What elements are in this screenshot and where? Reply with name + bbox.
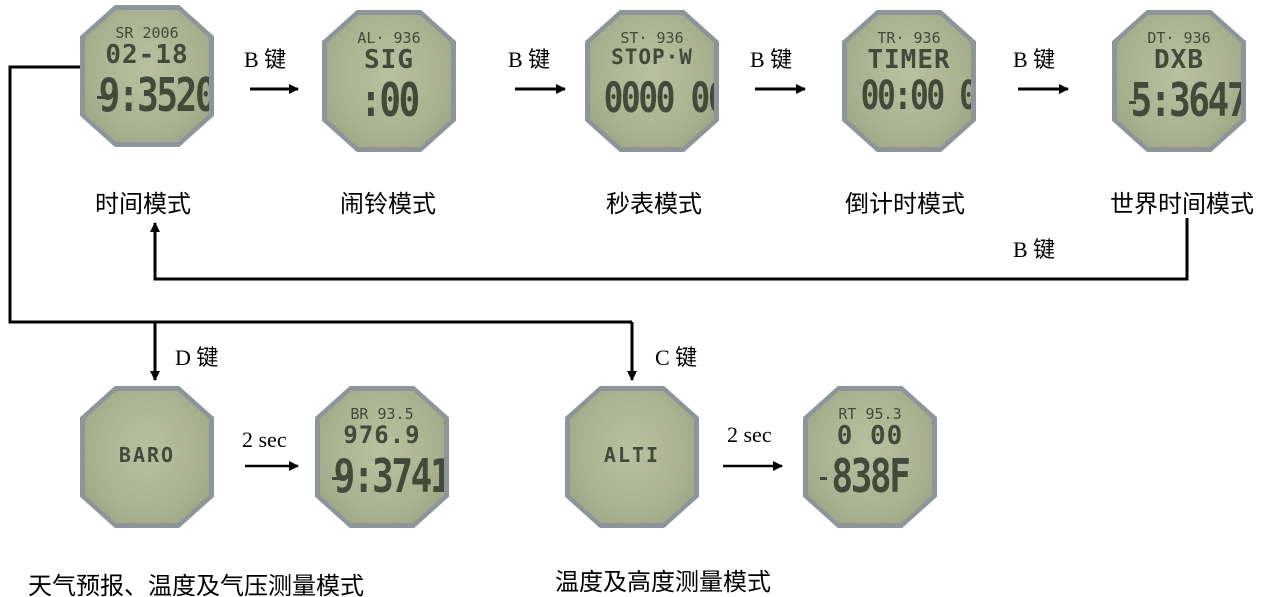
lcd-top-line: RT 95.3 [838,405,902,423]
key-label-b: B 键 [244,47,287,72]
lcd-top-line: AL· 936 [357,29,421,47]
key-label-c: C 键 [655,345,698,370]
lcd-middle-line: DXB [1154,45,1204,75]
lcd-top-line: BR 93.5 [350,405,414,423]
lcd-middle-line: 02-18 [105,40,189,70]
lcd-top-line: SR 2006 [115,24,179,42]
key-label-b: B 键 [1013,47,1056,72]
lcd-alti-intro: ALTI [565,386,699,528]
lcd-top-line: ST· 936 [620,29,684,47]
key-label-d: D 键 [175,345,219,370]
key-label-b-return: B 键 [1013,237,1056,262]
label-time-mode: 时间模式 [95,192,191,218]
lcd-altitude-mode: RT 95.3 0 00 838F [803,386,937,528]
lcd-top-line: TR· 936 [877,29,941,47]
lcd-bottom-line: 00:00 00 [860,73,993,119]
lcd-middle-line: ALTI [603,443,661,467]
lcd-timer-mode: TR· 936 TIMER 00:00 00 [842,10,976,152]
key-label-b: B 键 [508,47,551,72]
lcd-world-time-mode: DT· 936 DXB 5:3647 [1112,10,1246,152]
label-weather-group: 天气预报、温度及气压测量模式 [28,574,364,597]
lcd-alarm-mode: AL· 936 SIG :00 [322,10,456,152]
lcd-barometer-mode: BR 93.5 976.9 9:3741 [315,386,449,528]
lcd-middle-line: 0 00 [836,421,904,451]
branch-path-from-time [8,65,632,324]
duration-label-2sec: 2 sec [242,427,287,452]
lcd-top-line: DT· 936 [1147,29,1211,47]
label-timer-mode: 倒计时模式 [845,192,965,218]
return-path-world-to-time [150,218,1189,281]
lcd-middle-line: STOP·W [611,45,693,69]
key-label-b: B 键 [750,47,793,72]
pm-indicator [1129,101,1136,104]
lcd-time-mode: SR 2006 02-18 9:3520 [80,5,214,147]
lcd-baro-intro: BARO [80,386,214,528]
label-altitude-group: 温度及高度测量模式 [555,570,771,596]
label-alarm-mode: 闹铃模式 [340,192,436,218]
lcd-bottom-line: 0000 00 [603,73,726,122]
lcd-bottom-line: 838F [831,449,910,503]
lcd-middle-line: 976.9 [343,421,421,449]
label-stopwatch-mode: 秒表模式 [606,192,702,218]
lcd-bottom-line: 9:3520 [98,68,215,122]
pm-indicator [97,96,104,99]
lcd-bottom-line: :00 [360,73,420,127]
lcd-bottom-line: 9:3741 [333,449,450,503]
pm-indicator [332,477,339,480]
lcd-middle-line: SIG [364,45,414,75]
lcd-middle-line: TIMER [867,45,951,75]
duration-label-2sec: 2 sec [727,422,772,447]
lcd-middle-line: BARO [118,443,176,467]
lcd-stopwatch-mode: ST· 936 STOP·W 0000 00 [585,10,719,152]
label-world-time-mode: 世界时间模式 [1110,192,1254,218]
minus-indicator [820,477,827,480]
lcd-bottom-line: 5:3647 [1130,73,1247,127]
